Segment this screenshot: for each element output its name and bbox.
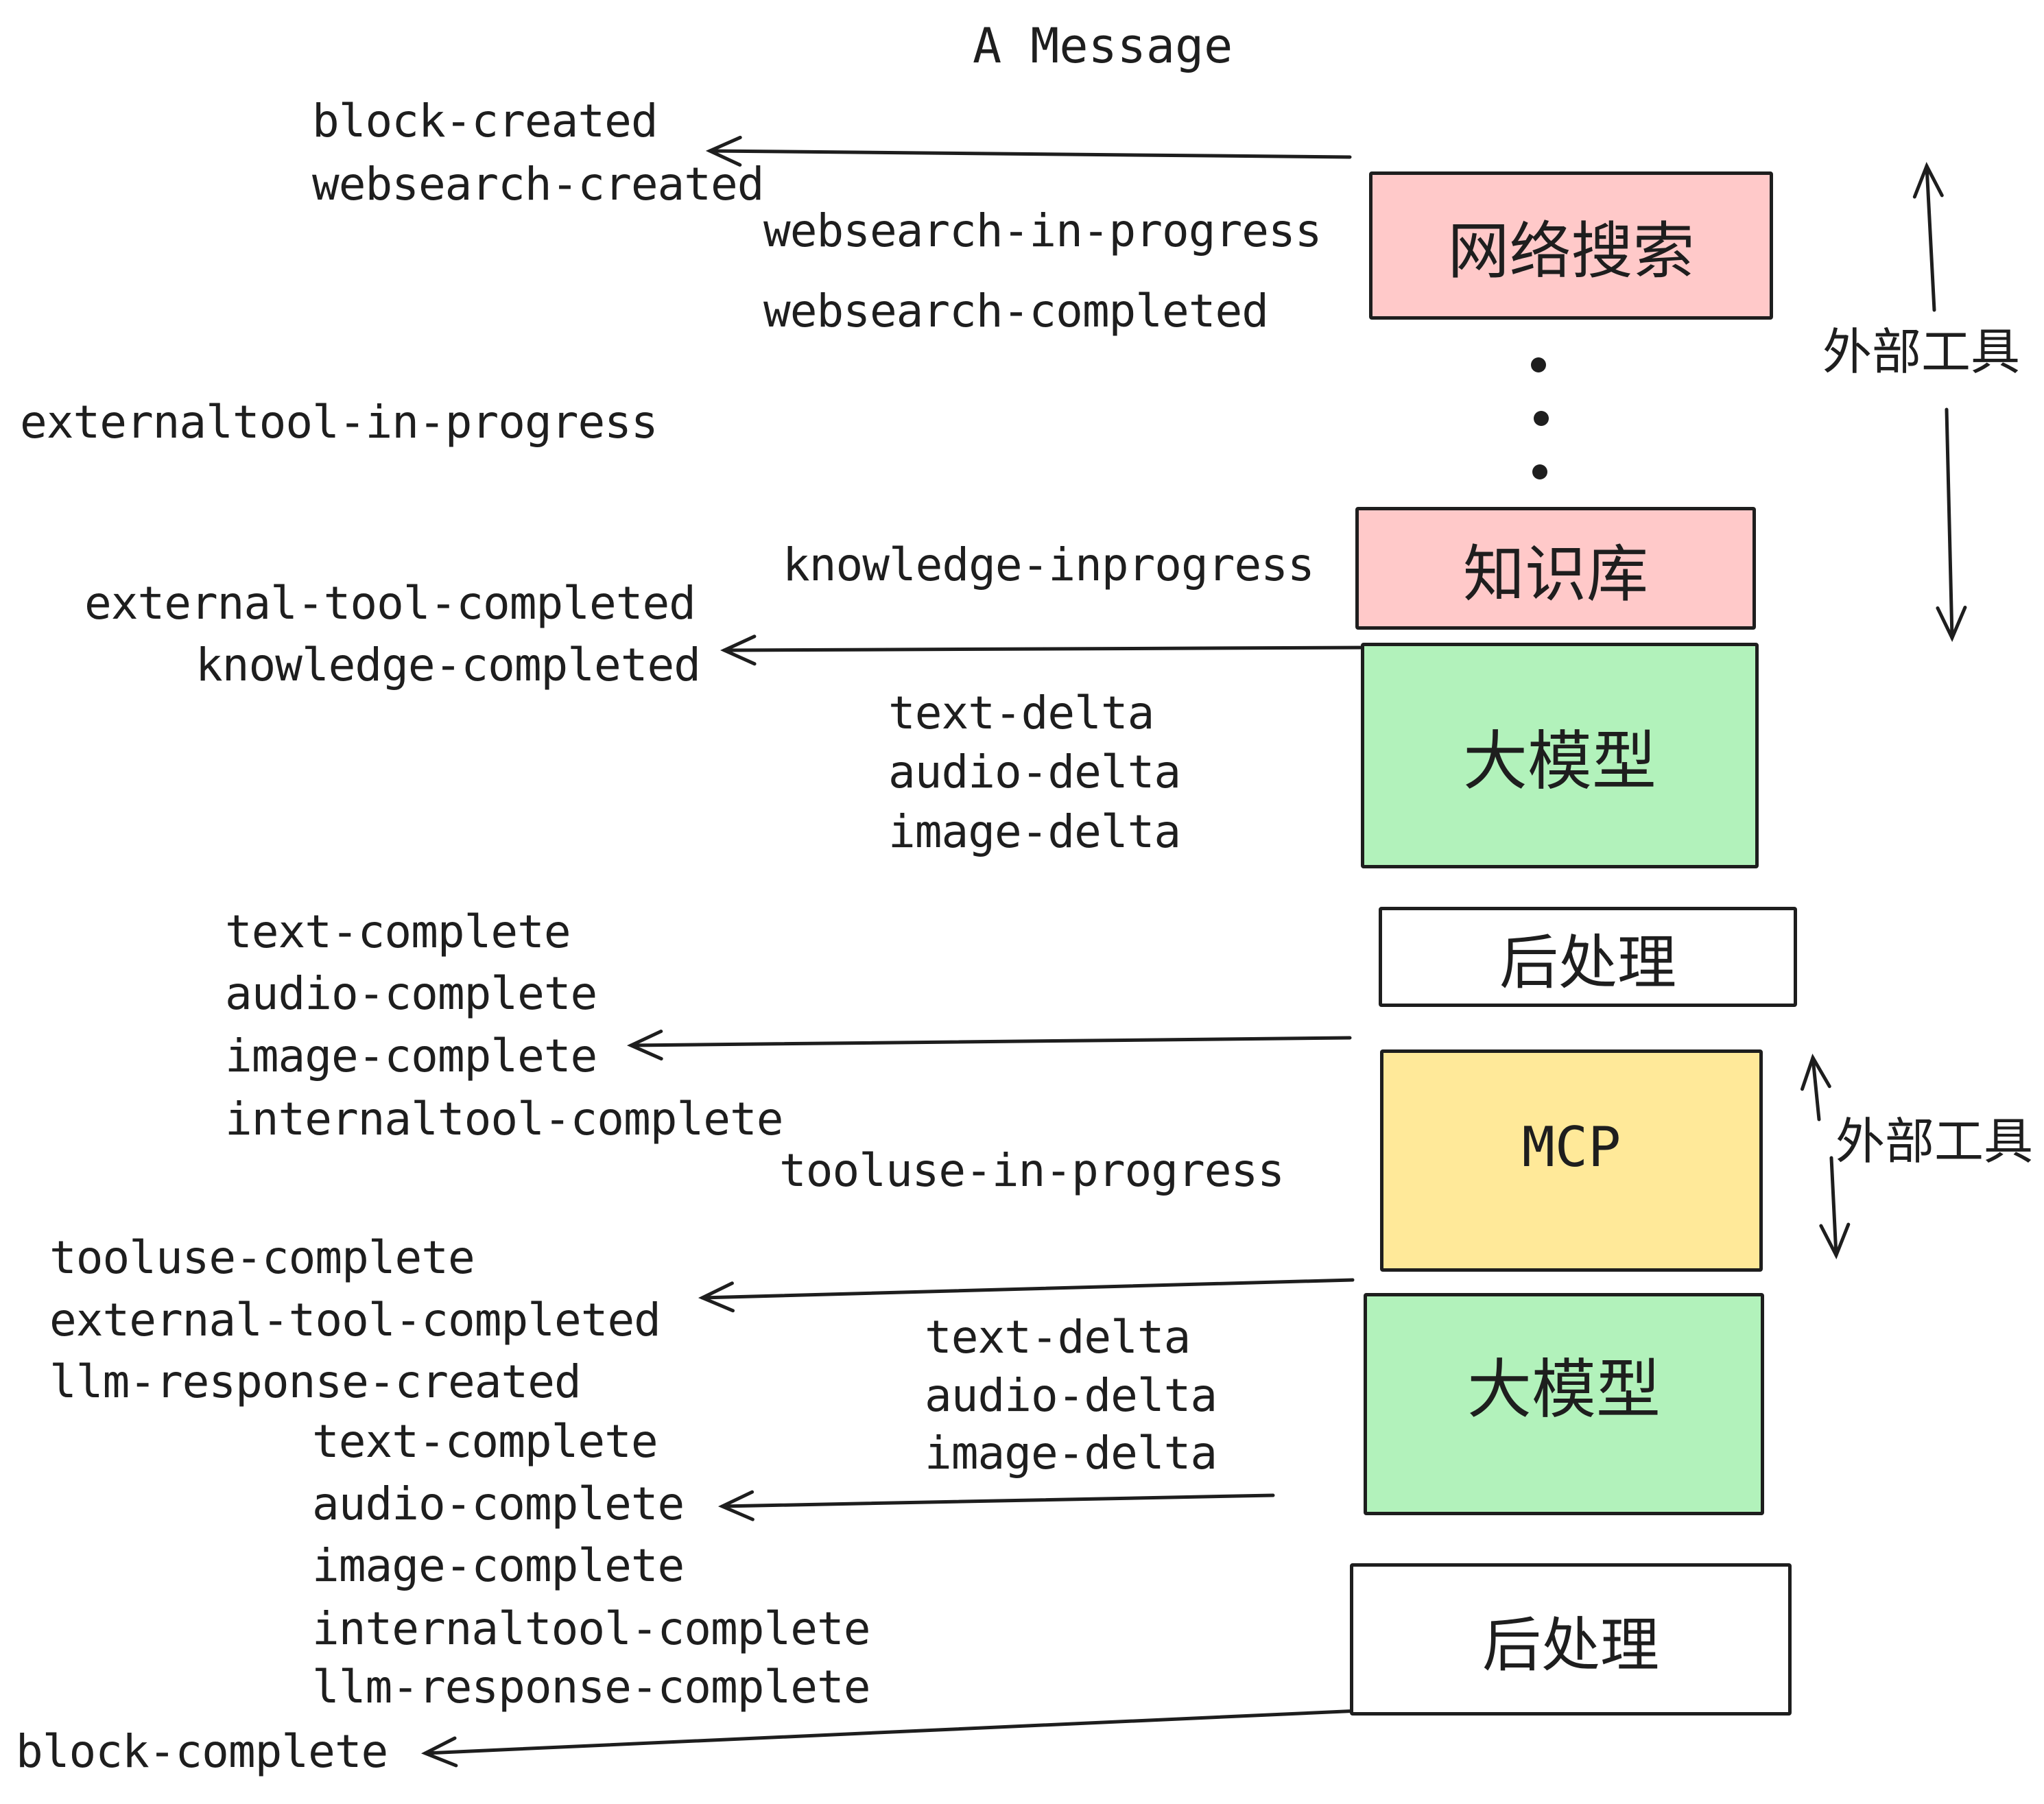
arrow-llm2-to-tooluse-complete xyxy=(702,1278,1355,1298)
event-llm-response-complete: llm-response-complete xyxy=(312,1661,870,1713)
event-audio-delta-1: audio-delta xyxy=(888,746,1181,798)
external-tools-top-arrow-down xyxy=(1947,407,1952,638)
mcp-box: MCP xyxy=(1380,1049,1763,1272)
ellipsis-dot xyxy=(1534,411,1549,426)
external-tools-top-arrow-up xyxy=(1927,166,1934,312)
event-audio-complete-2: audio-complete xyxy=(312,1477,685,1530)
event-block-created: block-created xyxy=(312,95,658,147)
knowledge-box: 知识库 xyxy=(1355,507,1756,630)
event-block-complete: block-complete xyxy=(16,1725,388,1778)
event-text-complete-2: text-complete xyxy=(312,1415,658,1468)
ellipsis-dot xyxy=(1531,357,1546,372)
ellipsis-dot xyxy=(1532,464,1547,479)
arrow-llm2-to-audio-complete xyxy=(722,1495,1275,1506)
event-text-delta-1: text-delta xyxy=(888,687,1154,739)
arrow-llm1-to-knowledge-completed xyxy=(724,648,1368,650)
external-tools-mid-arrow-up xyxy=(1813,1058,1819,1121)
websearch-box: 网络搜索 xyxy=(1369,171,1773,320)
event-websearch-created: websearch-created xyxy=(312,158,765,211)
event-llm-response-created: llm-response-created xyxy=(49,1355,582,1408)
event-internaltool-complete-2: internaltool-complete xyxy=(312,1602,870,1655)
external-tools-label-mid: 外部工具 xyxy=(1835,1113,2034,1170)
event-external-tool-completed-1: external-tool-completed xyxy=(84,577,696,630)
event-knowledge-completed: knowledge-completed xyxy=(195,639,701,691)
event-external-tool-completed-2: external-tool-completed xyxy=(49,1294,661,1346)
diagram-title: A Message xyxy=(973,18,1233,74)
event-websearch-in-progress: websearch-in-progress xyxy=(763,204,1322,257)
event-tooluse-complete: tooluse-complete xyxy=(49,1231,475,1284)
event-internaltool-complete-1: internaltool-complete xyxy=(225,1093,783,1146)
postprocess-box-1: 后处理 xyxy=(1379,907,1797,1007)
arrow-post2-to-block-complete xyxy=(425,1709,1362,1753)
postprocess-box-2: 后处理 xyxy=(1350,1563,1792,1716)
event-externaltool-in-progress: externaltool-in-progress xyxy=(20,396,658,449)
external-tools-mid-arrow-down xyxy=(1831,1156,1836,1255)
llm-box-2: 大模型 xyxy=(1364,1293,1764,1515)
event-knowledge-inprogress: knowledge-inprogress xyxy=(783,538,1315,591)
event-image-complete-1: image-complete xyxy=(225,1030,597,1082)
arrow-post1-to-image-complete xyxy=(631,1038,1352,1045)
event-websearch-completed: websearch-completed xyxy=(763,285,1269,337)
event-text-delta-2: text-delta xyxy=(925,1311,1191,1364)
event-audio-delta-2: audio-delta xyxy=(925,1369,1217,1422)
event-image-delta-1: image-delta xyxy=(888,805,1181,858)
arrow-websearch-to-block-created xyxy=(710,151,1352,157)
event-text-complete-1: text-complete xyxy=(225,905,571,958)
external-tools-label-top: 外部工具 xyxy=(1822,323,2021,381)
event-tooluse-in-progress: tooluse-in-progress xyxy=(779,1144,1285,1197)
event-audio-complete-1: audio-complete xyxy=(225,967,597,1020)
event-image-delta-2: image-delta xyxy=(925,1427,1217,1480)
llm-box-1: 大模型 xyxy=(1361,643,1759,868)
event-image-complete-2: image-complete xyxy=(312,1539,685,1592)
